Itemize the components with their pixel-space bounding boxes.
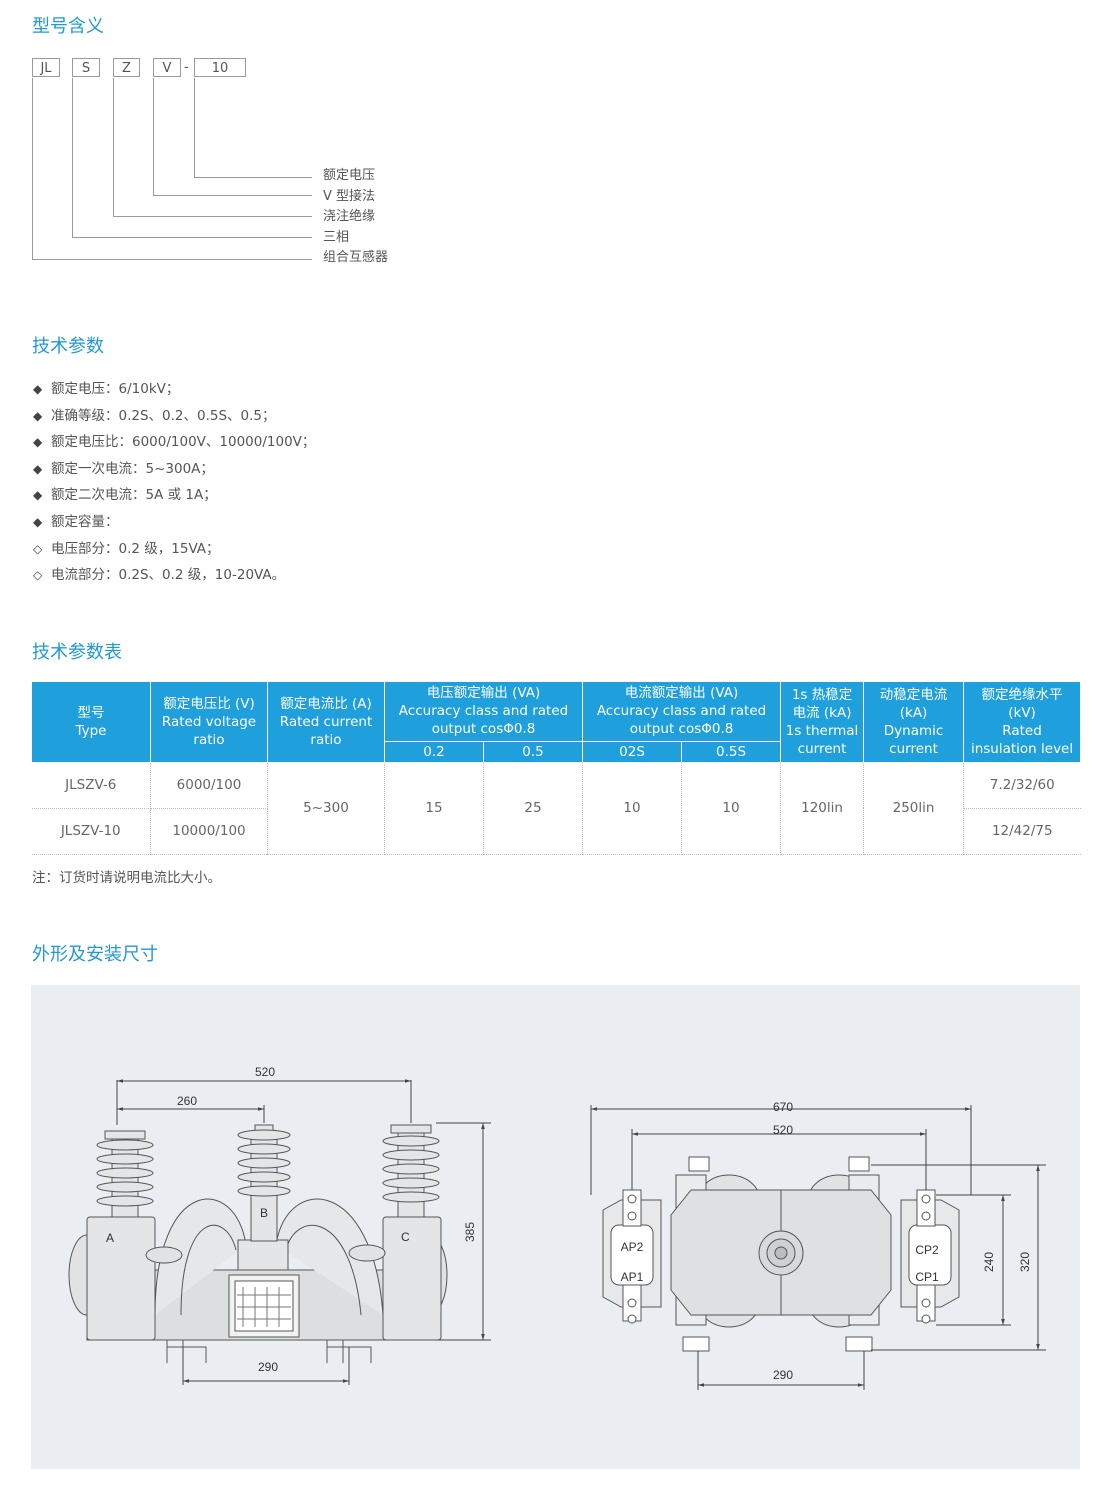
dim-front-385: 385 [463, 1222, 477, 1242]
code-part-voltage: 10 [194, 58, 246, 77]
param-text: 额定容量： [51, 513, 119, 530]
cell-current-output-0-5s: 10 [681, 762, 782, 855]
dim-top-290: 290 [773, 1368, 793, 1382]
cell-voltage-output-0-5: 25 [483, 762, 584, 855]
code-part-s: S [72, 58, 100, 77]
diamond-filled-icon: ◆ [33, 461, 43, 476]
code-part-jl: JL [32, 58, 60, 77]
param-text: 额定一次电流：5~300A； [51, 460, 214, 477]
terminal-label-cp1: CP1 [915, 1270, 939, 1284]
table-row: JLSZV-10 10000/100 12/42/75 [31, 808, 1081, 855]
diamond-filled-icon: ◆ [33, 408, 43, 423]
phase-label-b: B [260, 1206, 268, 1220]
model-meaning-insulation: 浇注绝缘 [323, 209, 376, 224]
diamond-filled-icon: ◆ [33, 488, 43, 503]
table-row: JLSZV-6 6000/100 5~300 15 25 10 10 120li… [31, 762, 1081, 855]
dim-front-520: 520 [255, 1065, 275, 1079]
model-meaning-three-phase: 三相 [323, 230, 350, 245]
cell-current-ratio: 5~300 [267, 762, 385, 855]
param-item: ◇ 电流部分：0.2S、0.2 级，10-20VA。 [33, 562, 315, 589]
diamond-outline-icon: ◇ [33, 568, 43, 583]
diamond-filled-icon: ◆ [33, 514, 43, 529]
subheader-0-2: 0.2 [384, 740, 484, 763]
param-item: ◆ 额定容量： [33, 509, 315, 536]
diamond-outline-icon: ◇ [33, 541, 43, 556]
param-item: ◆ 额定电压：6/10kV； [33, 376, 315, 403]
code-dash: - [184, 60, 189, 75]
cell-dynamic-current: 250lin [863, 762, 965, 855]
dim-front-260: 260 [177, 1094, 197, 1108]
cell-insulation-level: 12/42/75 [963, 808, 1081, 855]
dim-front-290: 290 [258, 1360, 278, 1374]
front-view [68, 1079, 491, 1385]
dimension-drawing-panel: 520 260 290 385 A B C 670 520 290 240 32… [31, 985, 1080, 1469]
section-title-dimensions: 外形及安装尺寸 [32, 944, 158, 965]
dimension-drawing: 520 260 290 385 A B C 670 520 290 240 32… [68, 1065, 1046, 1390]
code-part-v: V [153, 58, 181, 77]
phase-label-c: C [401, 1230, 410, 1244]
model-leader-s [72, 78, 312, 238]
model-leader-voltage [194, 78, 312, 178]
order-note: 注：订货时请说明电流比大小。 [32, 870, 221, 886]
section-title-tech-params: 技术参数 [32, 336, 104, 357]
diamond-filled-icon: ◆ [33, 435, 43, 450]
dim-top-520: 520 [773, 1123, 793, 1137]
param-text: 额定二次电流：5A 或 1A； [51, 487, 217, 504]
top-view [590, 1105, 1046, 1390]
param-text: 额定电压：6/10kV； [51, 381, 180, 397]
subheader-0-5s: 0.5S [681, 740, 782, 763]
param-item: ◆ 额定电压比：6000/100V、10000/100V； [33, 429, 315, 456]
param-item: ◇ 电压部分：0.2 级，15VA； [33, 536, 315, 563]
diamond-filled-icon: ◆ [33, 382, 43, 396]
param-text: 准确等级：0.2S、0.2、0.5S、0.5； [51, 407, 276, 424]
cell-voltage-output-0-2: 15 [384, 762, 484, 855]
cell-type: JLSZV-10 [31, 808, 151, 855]
dim-top-320: 320 [1018, 1252, 1032, 1272]
terminal-label-ap2: AP2 [621, 1240, 644, 1254]
cell-voltage-ratio: 6000/100 [150, 762, 268, 809]
model-leader-jl [32, 78, 312, 260]
cell-thermal-current: 120lin [780, 762, 865, 855]
model-leader-z [113, 78, 312, 217]
subheader-02s: 02S [582, 740, 683, 763]
phase-label-a: A [106, 1231, 114, 1245]
terminal-label-ap1: AP1 [621, 1270, 644, 1284]
dim-top-240: 240 [982, 1252, 996, 1272]
param-text: 额定电压比：6000/100V、10000/100V； [51, 434, 316, 451]
param-item: ◆ 额定二次电流：5A 或 1A； [33, 482, 315, 509]
param-item: ◆ 额定一次电流：5~300A； [33, 456, 315, 483]
model-meaning-v-connection: V 型接法 [323, 189, 376, 204]
cell-insulation-level: 7.2/32/60 [963, 762, 1081, 809]
cell-voltage-ratio: 10000/100 [150, 808, 268, 855]
section-title-model-meaning: 型号含义 [32, 16, 104, 37]
cell-current-output-02s: 10 [582, 762, 683, 855]
params-list: ◆ 额定电压：6/10kV； ◆ 准确等级：0.2S、0.2、0.5S、0.5； ◆… [33, 376, 315, 589]
model-meaning-voltage: 额定电压 [323, 168, 376, 183]
model-leader-v [153, 78, 312, 196]
param-item: ◆ 准确等级：0.2S、0.2、0.5S、0.5； [33, 403, 315, 430]
param-text: 电流部分：0.2S、0.2 级，10-20VA。 [51, 567, 286, 584]
param-text: 电压部分：0.2 级，15VA； [51, 540, 220, 557]
code-part-z: Z [113, 58, 140, 77]
model-meaning-combined: 组合互感器 [323, 250, 389, 265]
dim-top-670: 670 [773, 1100, 793, 1114]
section-title-tech-table: 技术参数表 [32, 642, 122, 663]
subheader-0-5: 0.5 [482, 740, 584, 763]
terminal-label-cp2: CP2 [915, 1243, 939, 1257]
cell-type: JLSZV-6 [31, 762, 151, 809]
